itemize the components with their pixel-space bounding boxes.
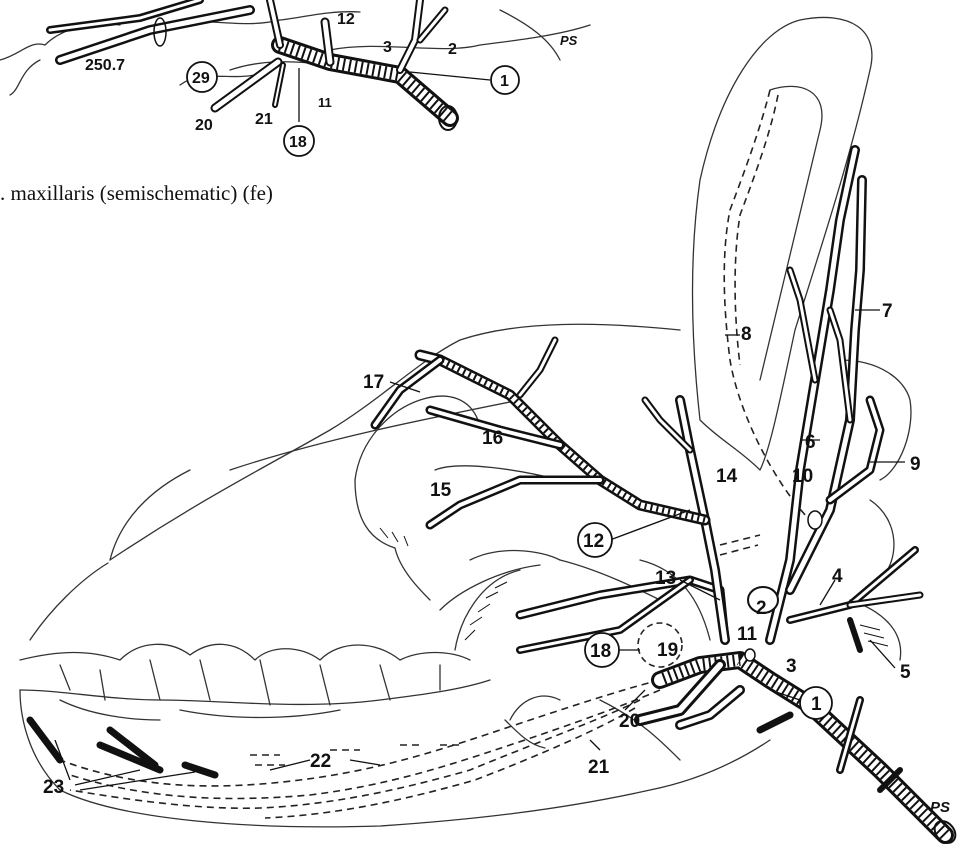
label-3: 3 <box>786 656 797 677</box>
inset-label-2: 2 <box>448 41 457 58</box>
label-2: 2 <box>756 598 767 619</box>
label-21: 21 <box>588 757 610 778</box>
inset-label-1: 1 <box>500 73 509 90</box>
inset-label-3: 3 <box>383 39 392 56</box>
label-7: 7 <box>882 301 893 322</box>
arterial-tree <box>30 150 960 847</box>
label-14: 14 <box>716 466 738 487</box>
label-13: 13 <box>655 568 676 589</box>
figure-caption: . maxillaris (semischematic) (fe) <box>0 181 273 205</box>
label-19: 19 <box>657 640 678 661</box>
svg-text:PS: PS <box>560 33 578 48</box>
inset-label-11: 11 <box>318 95 332 110</box>
label-16: 16 <box>482 428 503 449</box>
label-23: 23 <box>43 777 64 798</box>
inset-label-21: 21 <box>255 111 273 128</box>
label-8: 8 <box>741 324 752 345</box>
label-6: 6 <box>805 432 816 453</box>
svg-text:PS: PS <box>930 799 950 816</box>
label-4: 4 <box>832 566 843 587</box>
illustrator-signature: PS PS <box>560 33 950 816</box>
label-18: 18 <box>590 641 611 662</box>
label-22: 22 <box>310 751 331 772</box>
label-11: 11 <box>737 624 758 645</box>
label-12: 12 <box>583 531 604 552</box>
inset-label-250-7: 250.7 <box>85 57 125 74</box>
label-15: 15 <box>430 480 452 501</box>
label-1: 1 <box>811 694 822 715</box>
inset-label-29: 29 <box>192 70 210 87</box>
label-5: 5 <box>900 662 911 683</box>
label-10: 10 <box>792 466 813 487</box>
inset-label-18: 18 <box>289 134 307 151</box>
inset-label-12: 12 <box>337 11 355 28</box>
label-17: 17 <box>363 372 384 393</box>
label-9: 9 <box>910 454 921 475</box>
inset-label-20: 20 <box>195 117 213 134</box>
label-20: 20 <box>619 711 640 732</box>
